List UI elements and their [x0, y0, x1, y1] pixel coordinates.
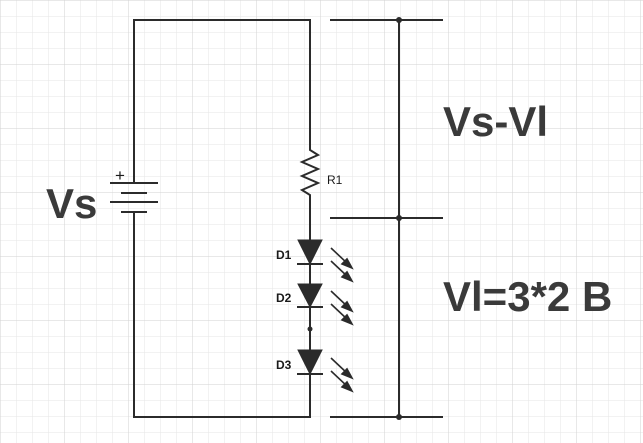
diode-d1-symbol [297, 239, 323, 266]
diode-d1-label: D1 [276, 248, 292, 262]
upper-voltage-label: Vs-Vl [443, 98, 548, 145]
diode-d1-light-arrows [330, 247, 354, 283]
diode-d3-symbol [297, 349, 323, 376]
junction-dot-top [396, 17, 402, 23]
diode-d2-light-arrows [330, 290, 354, 326]
junction-dot-diode-chain [307, 326, 313, 332]
resistor-label: R1 [327, 173, 343, 187]
diode-d3-light-arrows [330, 357, 354, 393]
diode-d2-symbol [297, 283, 323, 309]
junction-dot-bottom [396, 414, 402, 420]
diode-d3-label: D3 [276, 358, 292, 372]
junction-dot-middle [396, 215, 402, 221]
top-wire [133, 19, 311, 146]
source-label: Vs [46, 180, 97, 227]
lower-voltage-label: Vl=3*2 B [443, 273, 612, 320]
resistor-r1-symbol [299, 144, 321, 201]
battery-plus-sign: + [115, 166, 125, 185]
diode-d2-label: D2 [276, 291, 292, 305]
